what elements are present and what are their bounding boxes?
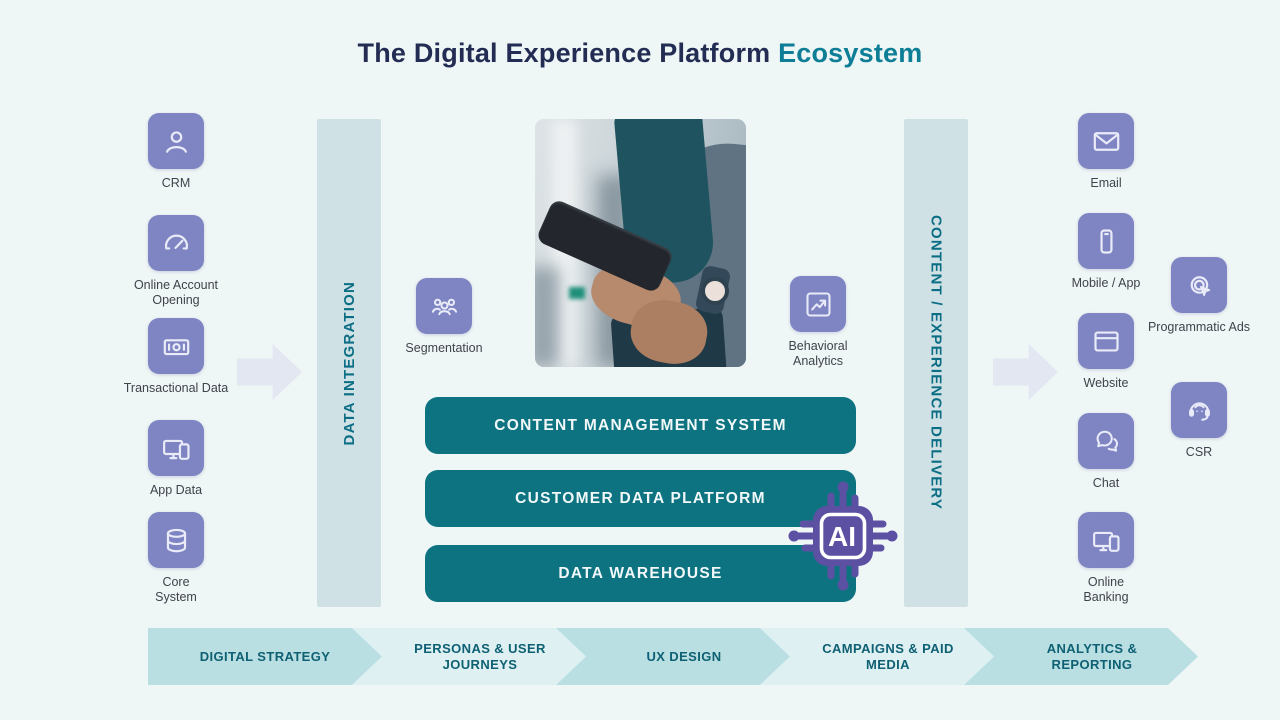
channel-label: Chat (1092, 476, 1120, 490)
process-step-ux-design: UX DESIGN (556, 628, 790, 685)
chart-up-icon (790, 276, 846, 332)
platform-bar-cdp: CUSTOMER DATA PLATFORM (425, 470, 856, 527)
browser-window-icon (1078, 313, 1134, 369)
channel-item-programmatic-ads: Programmatic Ads (1148, 257, 1250, 334)
channel-item-website: Website (1078, 313, 1134, 390)
channel-label: Online Banking (1083, 575, 1129, 604)
flow-arrow-left (237, 344, 302, 400)
platform-label: CONTENT MANAGEMENT SYSTEM (494, 416, 787, 434)
channel-label: Programmatic Ads (1147, 320, 1251, 334)
segmentation-label: Segmentation (405, 341, 483, 355)
chat-bubbles-icon (1078, 413, 1134, 469)
smartphone-icon (1078, 213, 1134, 269)
channel-item-email: Email (1078, 113, 1134, 190)
channel-item-csr: CSR (1171, 382, 1227, 459)
channel-item-online-banking: Online Banking (1078, 512, 1134, 604)
process-step-label: CAMPAIGNS & PAID MEDIA (822, 641, 954, 672)
center-item-behavioral-analytics: Behavioral Analytics (788, 276, 848, 368)
devices-icon (1078, 512, 1134, 568)
banknote-icon (148, 318, 204, 374)
process-step-campaigns-paid-media: CAMPAIGNS & PAID MEDIA (760, 628, 994, 685)
center-photo-person-smartphone (535, 119, 746, 367)
source-item-online-account-opening: Online Account Opening (134, 215, 218, 307)
channel-label: Email (1090, 176, 1122, 190)
channel-label: Website (1083, 376, 1129, 390)
source-item-app-data: App Data (148, 420, 204, 497)
photo-bg-sign (569, 287, 585, 299)
photo-bg-band (535, 267, 559, 367)
flow-arrow-right (993, 344, 1058, 400)
content-experience-delivery-bar: CONTENT / EXPERIENCE DELIVERY (904, 119, 968, 607)
source-label: Online Account Opening (133, 278, 219, 307)
process-step-personas-user-journeys: PERSONAS & USER JOURNEYS (352, 628, 586, 685)
platform-bar-data-warehouse: DATA WAREHOUSE (425, 545, 856, 602)
data-integration-label: DATA INTEGRATION (340, 280, 358, 446)
process-step-label: UX DESIGN (646, 648, 722, 664)
photo-watch (701, 277, 729, 305)
channel-item-mobile-app: Mobile / App (1072, 213, 1140, 290)
gauge-icon (148, 215, 204, 271)
source-item-crm: CRM (148, 113, 204, 190)
click-target-icon (1171, 257, 1227, 313)
ai-chip-label: AI (828, 521, 856, 552)
source-label: CRM (161, 176, 191, 190)
envelope-icon (1078, 113, 1134, 169)
page-title: The Digital Experience Platform Ecosyste… (0, 38, 1280, 69)
people-group-icon (416, 278, 472, 334)
process-step-label: DIGITAL STRATEGY (199, 648, 331, 664)
title-main: The Digital Experience Platform (357, 38, 771, 68)
process-step-digital-strategy: DIGITAL STRATEGY (148, 628, 382, 685)
source-label: App Data (149, 483, 203, 497)
title-accent: Ecosystem (778, 38, 923, 68)
ai-chip-icon: AI (788, 481, 898, 591)
support-agent-icon (1171, 382, 1227, 438)
process-step-label: ANALYTICS & REPORTING (1046, 641, 1138, 672)
source-label: Core System (155, 575, 197, 604)
platform-label: DATA WAREHOUSE (558, 564, 723, 582)
database-icon (148, 512, 204, 568)
devices-icon (148, 420, 204, 476)
source-item-transactional-data: Transactional Data (124, 318, 228, 395)
channel-label: CSR (1185, 445, 1213, 459)
source-item-core-system: Core System (148, 512, 204, 604)
platform-label: CUSTOMER DATA PLATFORM (515, 489, 766, 507)
content-experience-delivery-label: CONTENT / EXPERIENCE DELIVERY (927, 215, 945, 511)
process-step-label: PERSONAS & USER JOURNEYS (414, 641, 546, 672)
channel-label: Mobile / App (1071, 276, 1141, 290)
channel-item-chat: Chat (1078, 413, 1134, 490)
behavioral-analytics-label: Behavioral Analytics (788, 339, 848, 368)
person-icon (148, 113, 204, 169)
data-integration-bar: DATA INTEGRATION (317, 119, 381, 607)
process-step-analytics-reporting: ANALYTICS & REPORTING (964, 628, 1198, 685)
platform-bar-cms: CONTENT MANAGEMENT SYSTEM (425, 397, 856, 454)
source-label: Transactional Data (123, 381, 229, 395)
center-item-segmentation: Segmentation (405, 278, 483, 355)
